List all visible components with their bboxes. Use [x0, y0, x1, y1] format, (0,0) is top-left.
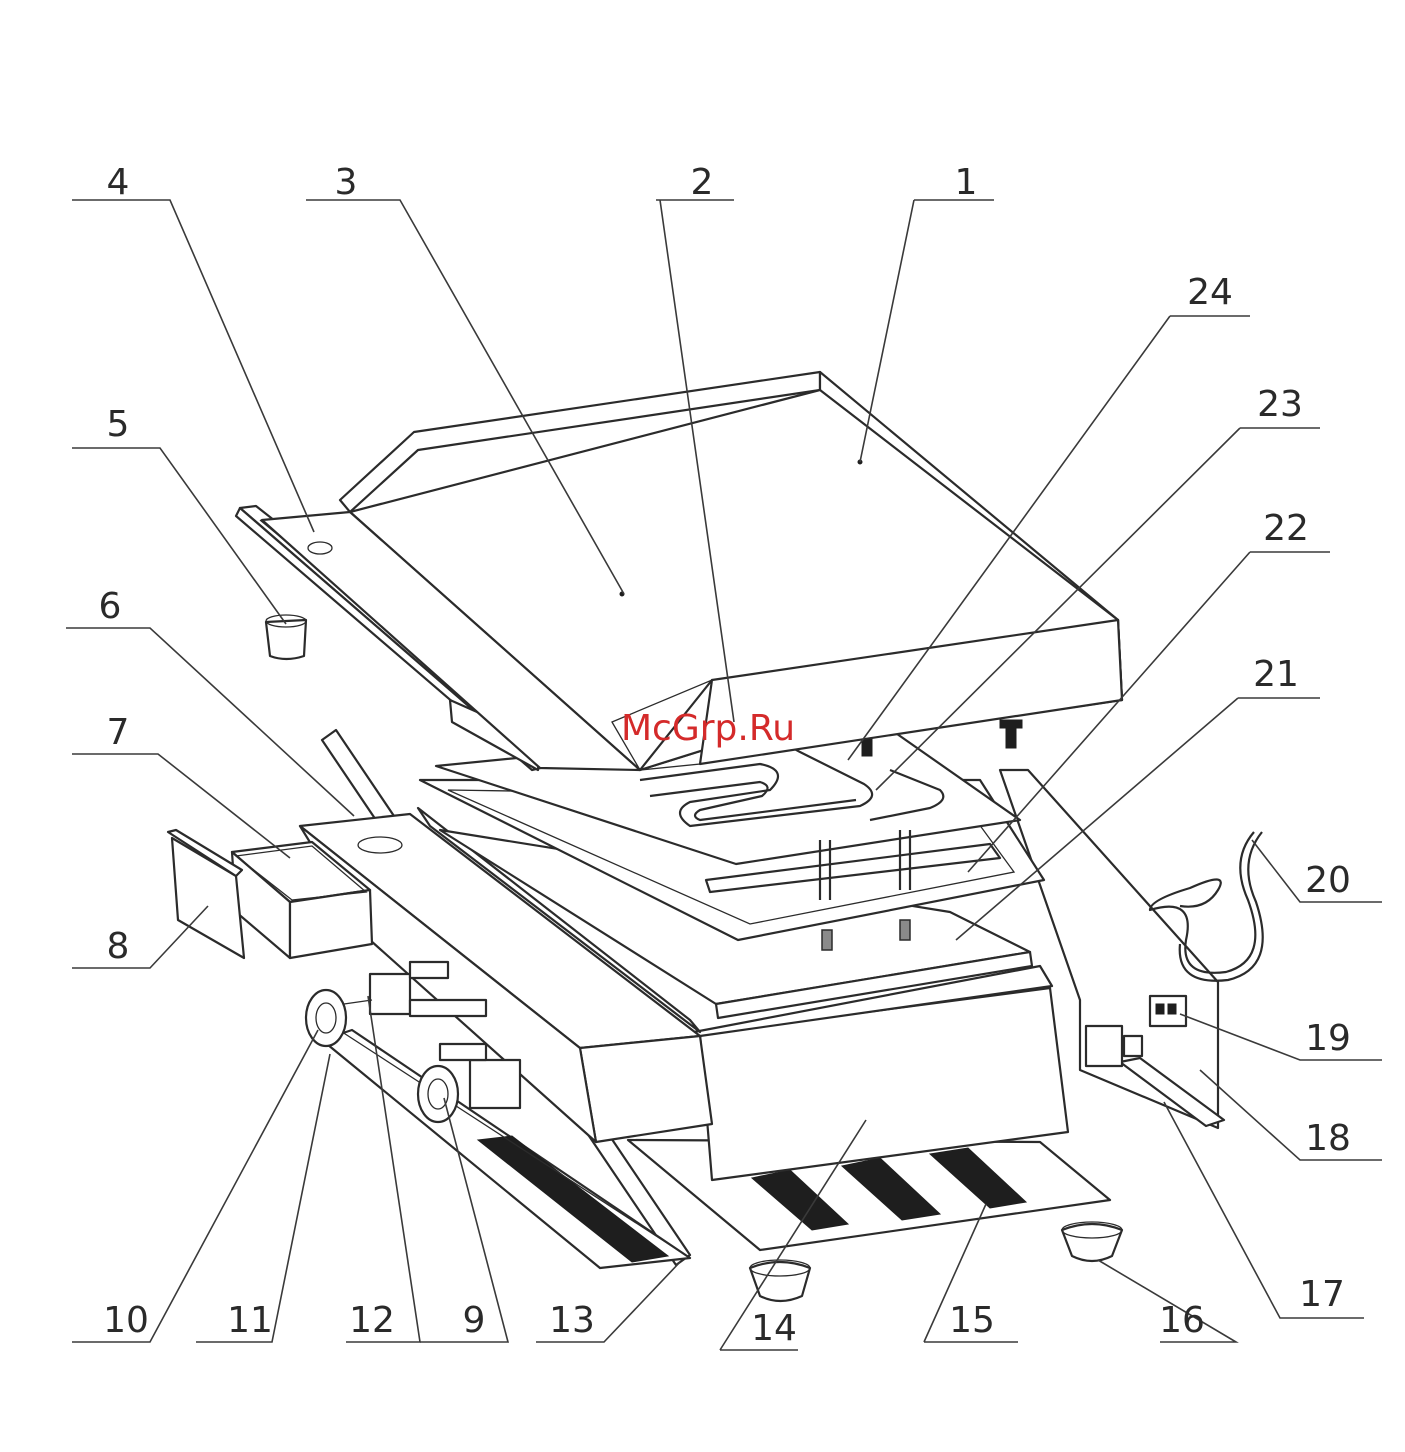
- label-part-13: 13: [549, 1300, 595, 1341]
- label-part-11: 11: [227, 1300, 273, 1341]
- label-part-19: 19: [1305, 1018, 1351, 1059]
- label-part-14: 14: [751, 1308, 797, 1349]
- label-part-9: 9: [463, 1300, 486, 1341]
- part-10-knob-left: [306, 990, 346, 1046]
- label-part-7: 7: [107, 712, 130, 753]
- label-part-24: 24: [1187, 272, 1233, 313]
- part-19-terminal-block: [1150, 996, 1186, 1026]
- label-part-4: 4: [107, 162, 130, 203]
- label-part-8: 8: [107, 926, 130, 967]
- label-part-16: 16: [1159, 1300, 1205, 1341]
- label-part-2: 2: [691, 162, 714, 203]
- part-5-cup: [266, 615, 306, 659]
- part-14-foot: [750, 1260, 810, 1301]
- label-part-21: 21: [1253, 654, 1299, 695]
- label-part-15: 15: [949, 1300, 995, 1341]
- watermark: McGrp.Ru: [621, 708, 795, 749]
- label-part-12: 12: [349, 1300, 395, 1341]
- label-part-20: 20: [1305, 860, 1351, 901]
- label-part-6: 6: [99, 586, 122, 627]
- part-16-foot: [1062, 1222, 1122, 1261]
- label-part-10: 10: [103, 1300, 149, 1341]
- label-part-5: 5: [107, 404, 130, 445]
- label-part-17: 17: [1299, 1274, 1345, 1315]
- label-part-1: 1: [955, 162, 978, 203]
- part-8-front-panel: [168, 830, 244, 958]
- label-part-23: 23: [1257, 384, 1303, 425]
- label-part-3: 3: [335, 162, 358, 203]
- label-part-22: 22: [1263, 508, 1309, 549]
- label-part-18: 18: [1305, 1118, 1351, 1159]
